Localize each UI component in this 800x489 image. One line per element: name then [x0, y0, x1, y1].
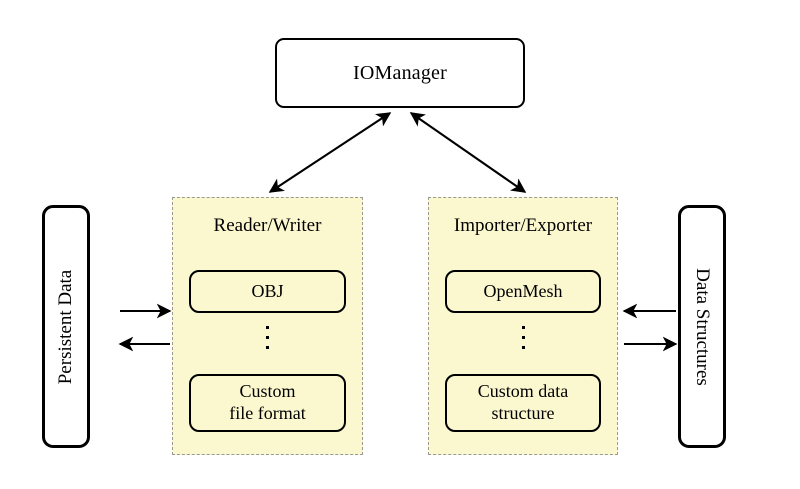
panel-importer-exporter[interactable]: Importer/Exporter OpenMesh Custom data s…: [428, 197, 618, 455]
node-persistent-data[interactable]: Persistent Data: [42, 205, 90, 448]
node-openmesh[interactable]: OpenMesh: [445, 270, 601, 313]
node-custom-file-format-line1: Custom: [239, 381, 296, 402]
arrow-manager-importer-exporter: [409, 112, 527, 193]
node-obj[interactable]: OBJ: [189, 270, 346, 313]
node-custom-data-structure-label: Custom data structure: [478, 381, 569, 425]
arrow-manager-reader-writer: [268, 112, 392, 193]
ellipsis-dot: [266, 326, 269, 329]
node-custom-data-structure-line1: Custom data: [477, 381, 569, 402]
ellipsis-dot: [521, 326, 525, 329]
panel-reader-writer[interactable]: Reader/Writer OBJ Custom file format: [172, 197, 363, 455]
ellipsis-importer-exporter: [429, 326, 617, 349]
node-openmesh-label: OpenMesh: [483, 280, 563, 301]
node-custom-data-structure-line2: structure: [491, 403, 555, 423]
ellipsis-dot: [521, 336, 525, 339]
ellipsis-reader-writer: [173, 326, 362, 349]
node-data-structures-label: Data Structures: [692, 267, 713, 386]
node-custom-data-structure[interactable]: Custom data structure: [445, 374, 601, 432]
node-obj-label: OBJ: [251, 280, 284, 301]
panel-reader-writer-title: Reader/Writer: [213, 215, 322, 236]
node-custom-file-format-line2: file format: [229, 403, 306, 423]
panel-importer-exporter-title: Importer/Exporter: [453, 215, 593, 236]
node-custom-file-format-label: Custom file format: [229, 381, 305, 425]
node-iomanager[interactable]: IOManager: [275, 38, 525, 108]
ellipsis-dot: [521, 346, 525, 349]
ellipsis-dot: [266, 346, 269, 349]
node-iomanager-label: IOManager: [353, 61, 447, 84]
node-data-structures[interactable]: Data Structures: [678, 205, 726, 448]
node-persistent-data-label: Persistent Data: [55, 269, 76, 384]
ellipsis-dot: [266, 336, 269, 339]
node-custom-file-format[interactable]: Custom file format: [189, 374, 346, 432]
